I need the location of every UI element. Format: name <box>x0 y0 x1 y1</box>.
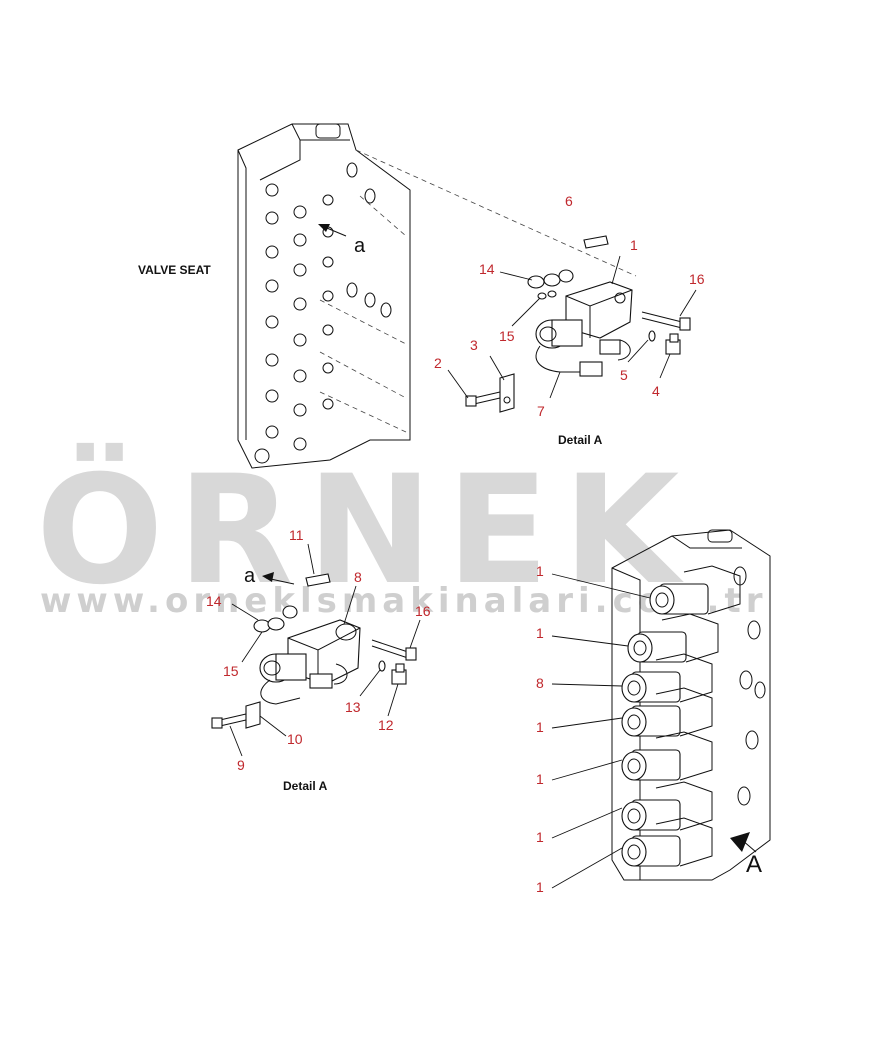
valve-assembly-ports <box>733 566 766 806</box>
callout-8-right: 8 <box>536 675 544 691</box>
callout-1-right-f: 1 <box>536 879 544 895</box>
view-arrow-A-icon <box>730 832 750 852</box>
callouts-top: 6 1 14 16 15 3 2 5 7 4 <box>434 193 705 419</box>
detail-a-bottom: a <box>211 565 417 729</box>
view-arrow-icon-bottom <box>262 572 274 582</box>
watermark-brand: ÖRNEK <box>36 442 693 618</box>
bolt-2 <box>465 391 501 407</box>
solenoid-row-3 <box>621 653 713 703</box>
o-rings-14 <box>527 269 574 300</box>
callout-1-right-c: 1 <box>536 719 544 735</box>
callout-12-bottom: 12 <box>378 717 394 733</box>
callout-13-bottom: 13 <box>345 699 361 715</box>
view-label-a-top: a <box>354 235 366 257</box>
bracket-10 <box>245 701 261 729</box>
callout-14-bottom: 14 <box>206 593 222 609</box>
solenoid-row-1 <box>649 565 741 615</box>
connector-7 <box>579 361 603 377</box>
view-label-A-right: A <box>746 851 762 878</box>
solenoid-row-6 <box>621 781 713 831</box>
detail-a-top <box>465 235 691 413</box>
detail-a-top-label: Detail A <box>558 433 603 447</box>
callout-1-right-a: 1 <box>536 563 544 579</box>
bracket-3 <box>499 373 515 413</box>
callout-3-top: 3 <box>470 337 478 353</box>
valve-body-top-ports <box>254 162 392 464</box>
callout-4-top: 4 <box>652 383 660 399</box>
solenoid-row-4 <box>621 687 713 737</box>
callout-8-bottom: 8 <box>354 569 362 585</box>
callout-15-top: 15 <box>499 328 515 344</box>
solenoid-row-5 <box>621 731 713 781</box>
callout-1-right-d: 1 <box>536 771 544 787</box>
bolt-16-bottom <box>371 639 417 661</box>
watermark: ÖRNEK www.orneklsmakinalari.com.tr <box>36 442 767 621</box>
callout-1-right-b: 1 <box>536 625 544 641</box>
callout-1-top: 1 <box>630 237 638 253</box>
view-arrow-icon <box>318 224 330 232</box>
watermark-url: www.orneklsmakinalari.com.tr <box>40 581 767 621</box>
callout-6-top: 6 <box>565 193 573 209</box>
callout-11-bottom: 11 <box>289 527 304 543</box>
callout-16-top: 16 <box>689 271 705 287</box>
tag-plate-11 <box>305 573 331 587</box>
valve-body-top: a <box>237 123 637 469</box>
solenoid-row-7 <box>621 817 713 867</box>
tag-plate-6 <box>583 235 609 249</box>
detail-a-bottom-label: Detail A <box>283 779 328 793</box>
bolt-16-top <box>641 311 691 331</box>
valve-assembly-right: A <box>611 529 771 881</box>
callout-1-right-e: 1 <box>536 829 544 845</box>
valve-seat-label: VALVE SEAT <box>138 263 211 277</box>
callout-7-top: 7 <box>537 403 545 419</box>
callout-9-bottom: 9 <box>237 757 245 773</box>
callout-16-bottom: 16 <box>415 603 431 619</box>
callout-5-top: 5 <box>620 367 628 383</box>
plug-4 <box>665 333 681 355</box>
plug-12 <box>391 663 407 685</box>
view-label-a-bottom: a <box>244 565 256 587</box>
callout-14-top: 14 <box>479 261 495 277</box>
bolt-9 <box>211 713 247 729</box>
callouts-bottom: 11 8 14 16 15 13 12 10 9 <box>206 527 431 773</box>
o-rings-14-bottom <box>253 605 298 633</box>
callout-15-bottom: 15 <box>223 663 239 679</box>
o-ring-5 <box>648 330 656 342</box>
callout-2-top: 2 <box>434 355 442 371</box>
solenoid-row-2 <box>627 613 719 663</box>
o-ring-13 <box>378 660 386 672</box>
callout-10-bottom: 10 <box>287 731 303 747</box>
callouts-right: 1 1 8 1 1 1 1 <box>536 563 651 895</box>
